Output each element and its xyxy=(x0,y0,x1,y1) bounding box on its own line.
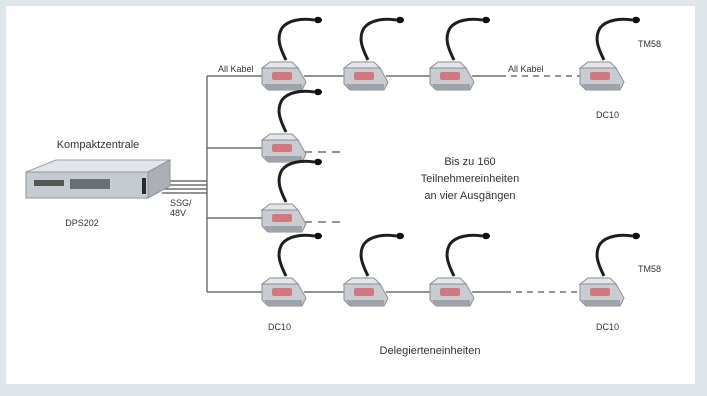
unit-model-label: DC10 xyxy=(596,110,619,120)
unit-model-label-bottom-left: DC10 xyxy=(268,322,291,332)
capacity-text-line2: Teilnehmereinheiten xyxy=(421,173,519,185)
microphone-unit-icon xyxy=(260,231,324,308)
delegate-unit-row1 xyxy=(260,15,642,92)
cable-label-2: All Kabel xyxy=(508,64,544,74)
microphone-unit-icon xyxy=(260,157,324,234)
microphone-unit-icon xyxy=(578,231,642,308)
mic-model-label-bottom: TM58 xyxy=(638,264,661,274)
capacity-text-line3: an vier Ausgängen xyxy=(424,190,515,202)
delegate-unit-row4 xyxy=(260,231,642,308)
central-model-label: DPS202 xyxy=(65,218,99,228)
unit-model-label-bottom-right: DC10 xyxy=(596,322,619,332)
cable-lines xyxy=(162,75,580,293)
microphone-unit-icon xyxy=(428,15,492,92)
voltage-label-2: 48V xyxy=(170,208,186,218)
microphone-unit-icon xyxy=(342,231,406,308)
microphone-unit-icon xyxy=(428,231,492,308)
central-unit-device xyxy=(25,159,171,199)
voltage-label: SSG/ xyxy=(170,198,192,208)
microphone-unit-icon xyxy=(260,15,324,92)
delegate-units-caption: Delegierteneinheiten xyxy=(380,345,481,357)
central-title-label: Kompaktzentrale xyxy=(57,139,140,151)
delegate-unit-row3 xyxy=(260,157,324,234)
microphone-unit-icon xyxy=(578,15,642,92)
microphone-unit-icon xyxy=(342,15,406,92)
delegate-unit-row2 xyxy=(260,87,324,164)
cable-label: All Kabel xyxy=(218,64,254,74)
capacity-text-line1: Bis zu 160 xyxy=(444,156,495,168)
mic-model-label: TM58 xyxy=(638,39,661,49)
microphone-unit-icon xyxy=(260,87,324,164)
